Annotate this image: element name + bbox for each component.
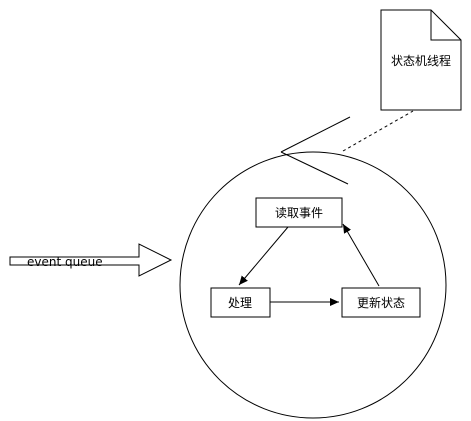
dashed-link [342,110,414,152]
thread-document: 状态机线程 [380,9,462,111]
event-queue-label: event queue [27,255,103,269]
node-process: 处理 [210,287,271,318]
arrow-read-to-process [238,226,289,286]
thread-connector-lines [280,110,414,185]
state-machine-circle [179,151,447,419]
node-read-event: 读取事件 [255,197,343,228]
event-queue-arrow: event queue [9,243,173,277]
document-icon [380,9,462,111]
arrow-update-to-read [342,223,380,287]
node-update-state: 更新状态 [341,287,421,318]
node-update-state-label: 更新状态 [357,295,405,310]
node-read-event-label: 读取事件 [275,206,323,220]
document-label: 状态机线程 [391,53,451,68]
node-process-label: 处理 [228,296,252,310]
